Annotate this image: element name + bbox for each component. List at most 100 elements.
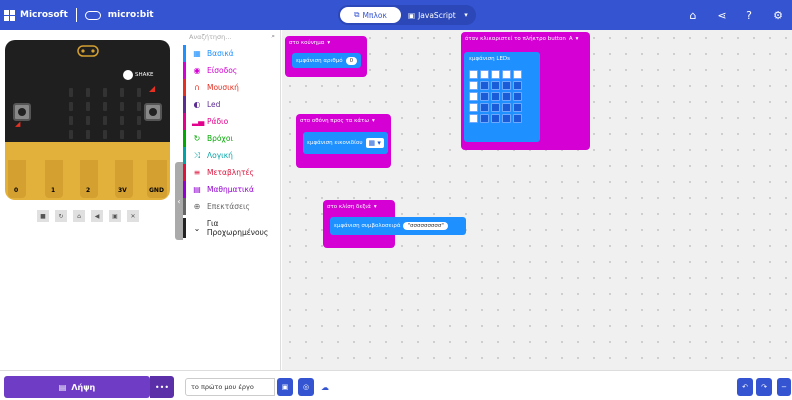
stop-button[interactable]: ■ — [37, 210, 49, 222]
dropdown-arrow-icon[interactable]: ▾ — [575, 36, 579, 42]
logo-touch-icon[interactable] — [77, 45, 99, 57]
restart-button[interactable]: ↻ — [55, 210, 67, 222]
github-button[interactable]: ◎ — [298, 378, 314, 396]
dropdown-arrow-icon[interactable]: ▾ — [371, 118, 375, 124]
button-b[interactable] — [144, 103, 162, 121]
slowmo-button[interactable]: ⌂ — [73, 210, 85, 222]
brand-microbit: micro:bit — [107, 10, 154, 20]
help-button[interactable]: ? — [741, 7, 757, 23]
dropdown-arrow-icon[interactable]: ▾ — [373, 204, 377, 210]
category-label: Επεκτάσεις — [207, 202, 250, 211]
settings-button[interactable]: ⚙ — [770, 7, 786, 23]
pin-1[interactable] — [45, 160, 63, 198]
calculator-icon: ▤ — [193, 185, 201, 194]
accelerometer-indicator-icon: ◢ — [149, 84, 156, 93]
search-input[interactable]: Αναζήτηση... — [189, 33, 232, 41]
toolbox-search[interactable]: Αναζήτηση... ⌕ — [183, 30, 281, 44]
show-number-block[interactable]: εμφάνιση αριθμό 0 — [292, 53, 362, 68]
chevron-down-icon: ⌄ — [193, 223, 201, 233]
save-icon: ▣ — [281, 383, 289, 391]
restart-icon: ↻ — [58, 212, 64, 220]
screenshot-button[interactable]: ▣ — [109, 210, 121, 222]
toolbox-category-variables[interactable]: ≡Μεταβλητές — [183, 164, 281, 181]
javascript-mode-button[interactable]: ▣ JavaScript — [408, 7, 456, 23]
toolbox-category-led[interactable]: ◐Led — [183, 96, 281, 113]
input-icon: ◉ — [193, 66, 201, 75]
microsoft-logo-icon — [4, 9, 15, 21]
pin-gnd[interactable] — [147, 160, 167, 198]
shake-button[interactable]: SHAKE — [123, 70, 153, 80]
shuffle-icon: ⤨ — [193, 150, 201, 160]
event-block-header: στο κούνημα▾ — [285, 36, 334, 50]
more-icon: ••• — [154, 382, 170, 392]
redo-button[interactable]: ↷ — [756, 378, 772, 396]
toolbox-category-logic[interactable]: ⤨ Λογική — [183, 147, 281, 164]
save-button[interactable]: ▣ — [277, 378, 293, 396]
event-label: στο οθόνη προς τα κάτω — [300, 118, 369, 124]
event-block-tilt-right[interactable]: στο κλίση δεξιά▾ εμφάνιση συμβολοσειρά "… — [323, 200, 466, 248]
editor-mode-toggle: ⧉ Μπλοκ ▣ JavaScript ▾ — [338, 5, 476, 25]
share-button[interactable]: ⋖ — [714, 7, 730, 23]
toolbox-advanced[interactable]: ⌄ Για Προχωρημένους — [183, 218, 281, 238]
event-block-on-shake[interactable]: στο κούνημα▾ εμφάνιση αριθμό 0 — [285, 36, 367, 77]
collapse-simulator-button[interactable]: ‹ — [175, 162, 183, 240]
sound-icon: ◀ — [94, 212, 100, 220]
microbit-logo-icon — [84, 10, 101, 20]
brand-microsoft: Microsoft — [20, 10, 68, 20]
event-block-screen-down[interactable]: στο οθόνη προς τα κάτω▾ εμφάνιση εικονιδ… — [296, 114, 391, 168]
pin-2[interactable] — [80, 160, 98, 198]
redo-icon: ↷ — [761, 383, 767, 391]
category-label: Μαθηματικά — [207, 185, 254, 194]
download-button[interactable]: ▤ Λήψη — [4, 376, 150, 398]
pin-label: GND — [149, 187, 164, 194]
javascript-icon: ▣ — [408, 10, 416, 20]
simulator-panel: SHAKE ◢ ◢ 0 1 2 3V GND ■ ↻ ⌂ ◀ ▣ ✕ — [0, 30, 175, 370]
grid-icon: ▦ — [193, 49, 201, 58]
top-bar: Microsoft micro:bit ⧉ Μπλοκ ▣ JavaScript… — [0, 0, 792, 30]
toolbox-category-basic[interactable]: ▦Βασικά — [183, 45, 281, 62]
icon-picker[interactable]: ▦ ▾ — [365, 138, 384, 148]
toolbox-category-music[interactable]: ∩Μουσική — [183, 79, 281, 96]
brand[interactable]: Microsoft micro:bit — [4, 0, 154, 30]
loop-icon: ↻ — [193, 134, 201, 143]
mute-button[interactable]: ◀ — [91, 210, 103, 222]
button-arg[interactable]: A — [568, 36, 573, 42]
pin-label: 0 — [14, 187, 19, 194]
dropdown-arrow-icon[interactable]: ▾ — [327, 40, 331, 46]
zoom-out-button[interactable]: − — [777, 378, 791, 396]
show-icon-block[interactable]: εμφάνιση εικονιδίου ▦ ▾ — [303, 132, 388, 154]
show-string-block[interactable]: εμφάνιση συμβολοσειρά "σσσσσσσσσ" — [330, 217, 466, 235]
blocks-mode-button[interactable]: ⧉ Μπλοκ — [340, 7, 401, 23]
download-icon: ▤ — [58, 382, 67, 392]
blocks-workspace[interactable]: στο κούνημα▾ εμφάνιση αριθμό 0 στο οθόνη… — [282, 30, 792, 370]
advanced-label: Για Προχωρημένους — [206, 219, 269, 237]
led-editor-grid[interactable] — [469, 70, 522, 123]
undo-icon: ↶ — [742, 383, 748, 391]
undo-button[interactable]: ↶ — [737, 378, 753, 396]
event-block-header: στο οθόνη προς τα κάτω▾ — [296, 114, 379, 128]
button-a[interactable] — [13, 103, 31, 121]
home-icon: ⌂ — [689, 8, 697, 22]
toolbox: Αναζήτηση... ⌕ ▦Βασικά ◉Είσοδος ∩Μουσική… — [183, 30, 281, 370]
toolbox-category-loops[interactable]: ↻Βρόχοι — [183, 130, 281, 147]
category-label: Λογική — [207, 151, 233, 160]
home-button[interactable]: ⌂ — [685, 7, 701, 23]
pin-label: 3V — [118, 187, 127, 194]
toolbox-category-radio[interactable]: ▂▄Ράδιο — [183, 113, 281, 130]
pin-3v[interactable] — [115, 160, 133, 198]
string-value-input[interactable]: "σσσσσσσσσ" — [403, 222, 448, 230]
number-value-input[interactable]: 0 — [345, 56, 358, 65]
toolbox-category-math[interactable]: ▤ Μαθηματικά — [183, 181, 281, 198]
javascript-mode-label: JavaScript — [418, 10, 456, 20]
show-leds-block[interactable]: εμφάνιση LEDs — [464, 52, 540, 142]
footer-bar: ▤ Λήψη ••• το πρώτο μου έργο ▣ ◎ ☁ ↶ ↷ − — [0, 370, 792, 400]
more-options-button[interactable]: ••• — [150, 376, 174, 398]
language-dropdown-button[interactable]: ▾ — [458, 7, 474, 23]
fullscreen-button[interactable]: ✕ — [127, 210, 139, 222]
toolbox-category-input[interactable]: ◉Είσοδος — [183, 62, 281, 79]
pin-0[interactable] — [8, 160, 26, 198]
project-name-input[interactable]: το πρώτο μου έργο — [185, 378, 275, 396]
toolbox-category-extensions[interactable]: ⊕Επεκτάσεις — [183, 198, 281, 215]
